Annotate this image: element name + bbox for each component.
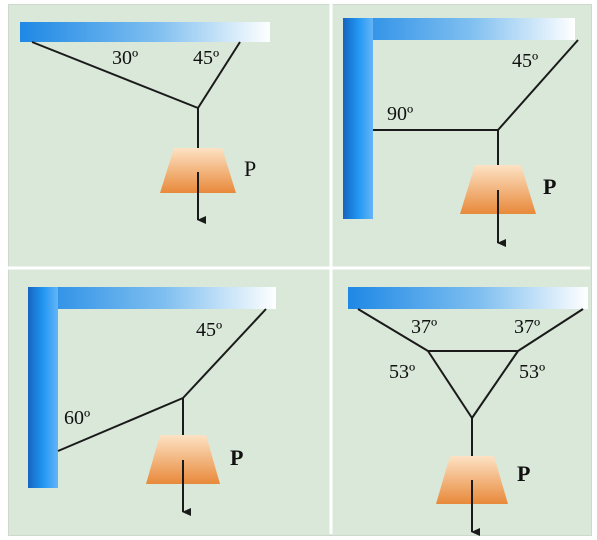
ceiling-beam [20, 22, 270, 42]
rope-right [197, 41, 241, 109]
angle-label-left: 90º [387, 103, 413, 125]
rope-left [31, 41, 199, 109]
panel-3: 45º 60º P [28, 287, 276, 516]
angle-label-left: 30º [112, 47, 138, 69]
angle-label-left: 60º [64, 407, 90, 429]
ceiling-beam [28, 287, 276, 309]
angle-label-right: 45º [512, 50, 538, 72]
rope-upper-left [357, 308, 429, 352]
rope-lower-right [471, 350, 519, 419]
weight-label: P [230, 445, 243, 470]
weight-label: P [517, 461, 530, 486]
angle-label-right: 45º [196, 319, 222, 341]
angle-label-upper-left: 37º [411, 316, 437, 338]
rope-left [57, 397, 184, 452]
angle-label-upper-right: 37º [514, 316, 540, 338]
wall [343, 18, 373, 219]
angle-label-lower-right: 53º [519, 361, 545, 383]
rope-right [497, 39, 579, 131]
panel-2: 45º 90º P [343, 18, 579, 247]
angle-label-lower-left: 53º [389, 361, 415, 383]
angle-label-right: 45º [193, 47, 219, 69]
rope-upper-right [517, 308, 584, 352]
panel-4: 37º 37º 53º 53º P [348, 287, 588, 536]
weight-block [460, 165, 536, 214]
weight-block [146, 435, 220, 484]
weight-label: P [543, 174, 556, 199]
weight-label: P [244, 156, 256, 181]
diagram-canvas [8, 4, 592, 536]
wall [28, 287, 58, 488]
ceiling-beam [348, 287, 588, 309]
ceiling-beam [343, 18, 575, 40]
weight-block [160, 148, 236, 193]
rope-lower-left [427, 350, 473, 419]
panel-1: 30º 45º P [20, 22, 270, 224]
rope-right [182, 308, 267, 399]
